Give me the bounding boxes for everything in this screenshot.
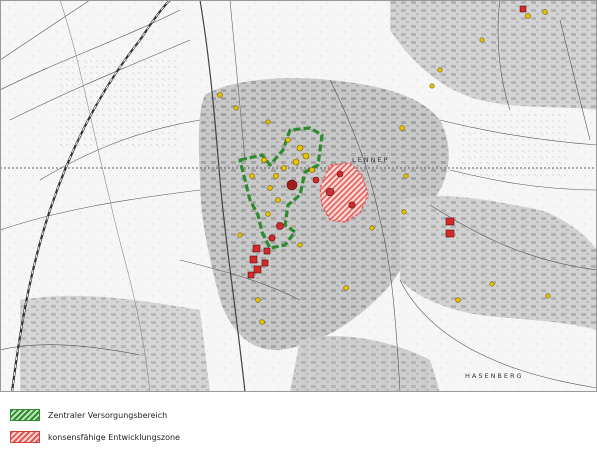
large-store-marker[interactable]	[445, 217, 455, 226]
retail-marker[interactable]	[249, 173, 255, 179]
retail-marker[interactable]	[261, 157, 267, 163]
retail-marker[interactable]	[255, 297, 261, 303]
large-store-marker[interactable]	[247, 271, 255, 279]
legend-item-central-supply: Zentraler Versorgungsbereich	[10, 406, 167, 424]
railway	[10, 0, 171, 392]
urban-area	[20, 0, 597, 392]
retail-marker[interactable]	[233, 105, 239, 111]
retail-marker[interactable]	[401, 209, 407, 215]
retail-marker[interactable]	[545, 293, 551, 299]
retail-marker[interactable]	[237, 232, 243, 238]
red-hatch-swatch	[10, 431, 40, 443]
retail-marker[interactable]	[542, 9, 548, 15]
field-area	[60, 60, 180, 150]
roads-and-contours	[0, 0, 597, 392]
retail-marker[interactable]	[437, 67, 443, 73]
large-store-marker[interactable]	[253, 265, 262, 274]
major-retail-marker[interactable]	[348, 201, 356, 209]
large-store-marker[interactable]	[252, 244, 261, 253]
central-supply-zone[interactable]	[238, 126, 324, 250]
legend-label: konsensfähige Entwicklungszone	[48, 432, 180, 442]
large-store-marker[interactable]	[249, 255, 258, 264]
map-view[interactable]: LENNEP HASENBERG	[0, 0, 597, 392]
major-retail-marker[interactable]	[268, 234, 276, 242]
large-store-marker[interactable]	[261, 259, 269, 267]
major-retail-marker[interactable]	[276, 222, 284, 230]
retail-marker[interactable]	[281, 165, 287, 171]
major-retail-marker[interactable]	[325, 187, 335, 197]
retail-marker[interactable]	[429, 83, 435, 89]
retail-marker[interactable]	[343, 285, 349, 291]
major-retail-marker[interactable]	[312, 176, 320, 184]
retail-marker[interactable]	[259, 319, 265, 325]
green-hatch-swatch	[10, 409, 40, 421]
retail-marker[interactable]	[265, 211, 271, 217]
retail-marker[interactable]	[297, 242, 303, 248]
retail-marker[interactable]	[399, 125, 405, 131]
major-retail-marker[interactable]	[336, 170, 344, 178]
retail-marker[interactable]	[285, 137, 291, 143]
legend-label: Zentraler Versorgungsbereich	[48, 410, 168, 420]
retail-marker[interactable]	[267, 185, 273, 191]
retail-marker[interactable]	[369, 225, 375, 231]
retail-marker[interactable]	[455, 297, 461, 303]
large-store-marker[interactable]	[263, 247, 271, 255]
legend-item-development-zone: konsensfähige Entwicklungszone	[10, 428, 180, 446]
place-label-lennep: LENNEP	[352, 156, 389, 164]
business-markers[interactable]	[217, 5, 551, 325]
place-label-hasenberg: HASENBERG	[465, 372, 524, 380]
large-store-marker[interactable]	[445, 229, 455, 238]
retail-marker[interactable]	[217, 92, 223, 98]
large-store-marker[interactable]	[519, 5, 527, 13]
field-area	[460, 110, 570, 180]
major-retail-marker[interactable]	[286, 179, 298, 191]
development-zone[interactable]	[319, 162, 369, 223]
retail-marker[interactable]	[273, 173, 279, 179]
retail-marker[interactable]	[479, 37, 485, 43]
map-legend: Zentraler Versorgungsbereich konsensfähi…	[0, 400, 597, 455]
retail-marker[interactable]	[302, 152, 310, 160]
retail-marker[interactable]	[489, 281, 495, 287]
retail-marker[interactable]	[525, 13, 531, 19]
map-canvas[interactable]: LENNEP HASENBERG	[0, 0, 597, 392]
retail-marker[interactable]	[292, 158, 300, 166]
retail-marker[interactable]	[265, 119, 271, 125]
retail-marker[interactable]	[296, 144, 304, 152]
retail-marker[interactable]	[309, 167, 315, 173]
retail-marker[interactable]	[275, 197, 281, 203]
retail-marker[interactable]	[403, 173, 409, 179]
